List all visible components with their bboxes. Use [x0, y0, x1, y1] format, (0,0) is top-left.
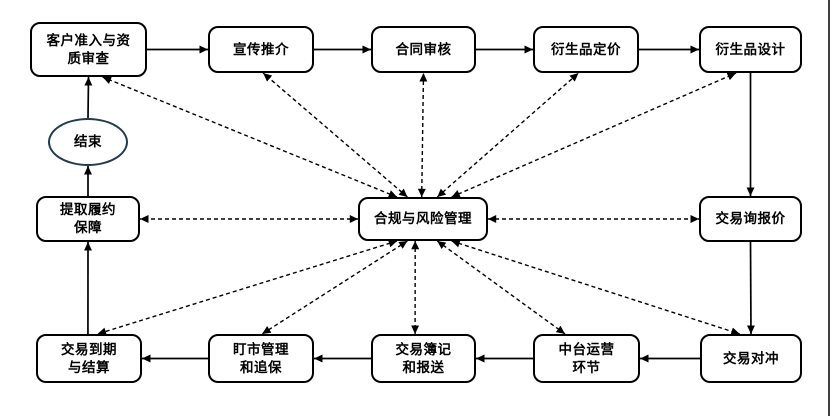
edge-compliance_risk-derivative_pricing [436, 72, 580, 198]
node-collateral-claim: 提取履约 保障 [36, 196, 140, 242]
edge-compliance_risk-middle_office [436, 240, 566, 335]
edge-quote_inquiry-trade_hedging [746, 241, 755, 335]
edge-compliance_risk-client_onboarding [102, 76, 398, 198]
node-label-derivative-design: 衍生品设计 [715, 41, 786, 57]
node-label-quote-inquiry: 交易询报价 [715, 211, 786, 227]
node-derivative-pricing: 衍生品定价 [533, 26, 639, 73]
node-label-derivative-pricing: 衍生品定价 [551, 41, 621, 57]
node-label-middle-office: 中台运营 环节 [558, 341, 615, 375]
node-label-trade-booking: 交易簿记 和报送 [395, 341, 452, 375]
edge-compliance_risk-trade_hedging [451, 239, 740, 336]
node-end-terminator: 结束 [48, 118, 128, 166]
node-label-end: 结束 [74, 134, 102, 150]
edge-end-client_onboarding [84, 76, 93, 119]
node-compliance-risk-hub: 合规与风险管理 [358, 197, 488, 241]
edge-compliance_risk-mark_to_market [261, 240, 408, 335]
node-trade-booking: 交易簿记 和报送 [371, 334, 476, 383]
node-label-marketing: 宣传推介 [233, 41, 289, 57]
node-mark-to-market: 盯市管理 和追保 [208, 334, 314, 383]
node-middle-office: 中台运营 环节 [533, 334, 640, 383]
page-right-border [828, 0, 830, 416]
node-marketing: 宣传推介 [208, 26, 314, 73]
node-quote-inquiry: 交易询报价 [699, 196, 802, 242]
node-client-onboarding: 客户准入与资 质审查 [30, 22, 147, 77]
edge-compliance_risk-marketing [262, 72, 408, 198]
node-label-trade-settlement: 交易到期 与结算 [61, 341, 117, 375]
node-label-collateral-claim: 提取履约 保障 [60, 202, 116, 235]
edge-compliance_risk-derivative_design [451, 72, 737, 198]
edge-compliance_risk-contract_review [417, 72, 428, 198]
node-trade-settlement: 交易到期 与结算 [36, 334, 142, 383]
node-contract-review: 合同审核 [371, 26, 476, 73]
edge-compliance_risk-trade_settlement [97, 239, 398, 336]
node-label-contract-review: 合同审核 [395, 41, 452, 57]
node-trade-hedging: 交易对冲 [700, 334, 802, 383]
node-derivative-design: 衍生品设计 [699, 26, 802, 73]
node-label-compliance-risk: 合规与风险管理 [374, 211, 472, 227]
node-label-client-onboarding: 客户准入与资 质审查 [46, 32, 131, 66]
node-label-mark-to-market: 盯市管理 和追保 [233, 341, 289, 375]
node-label-trade-hedging: 交易对冲 [723, 350, 779, 366]
